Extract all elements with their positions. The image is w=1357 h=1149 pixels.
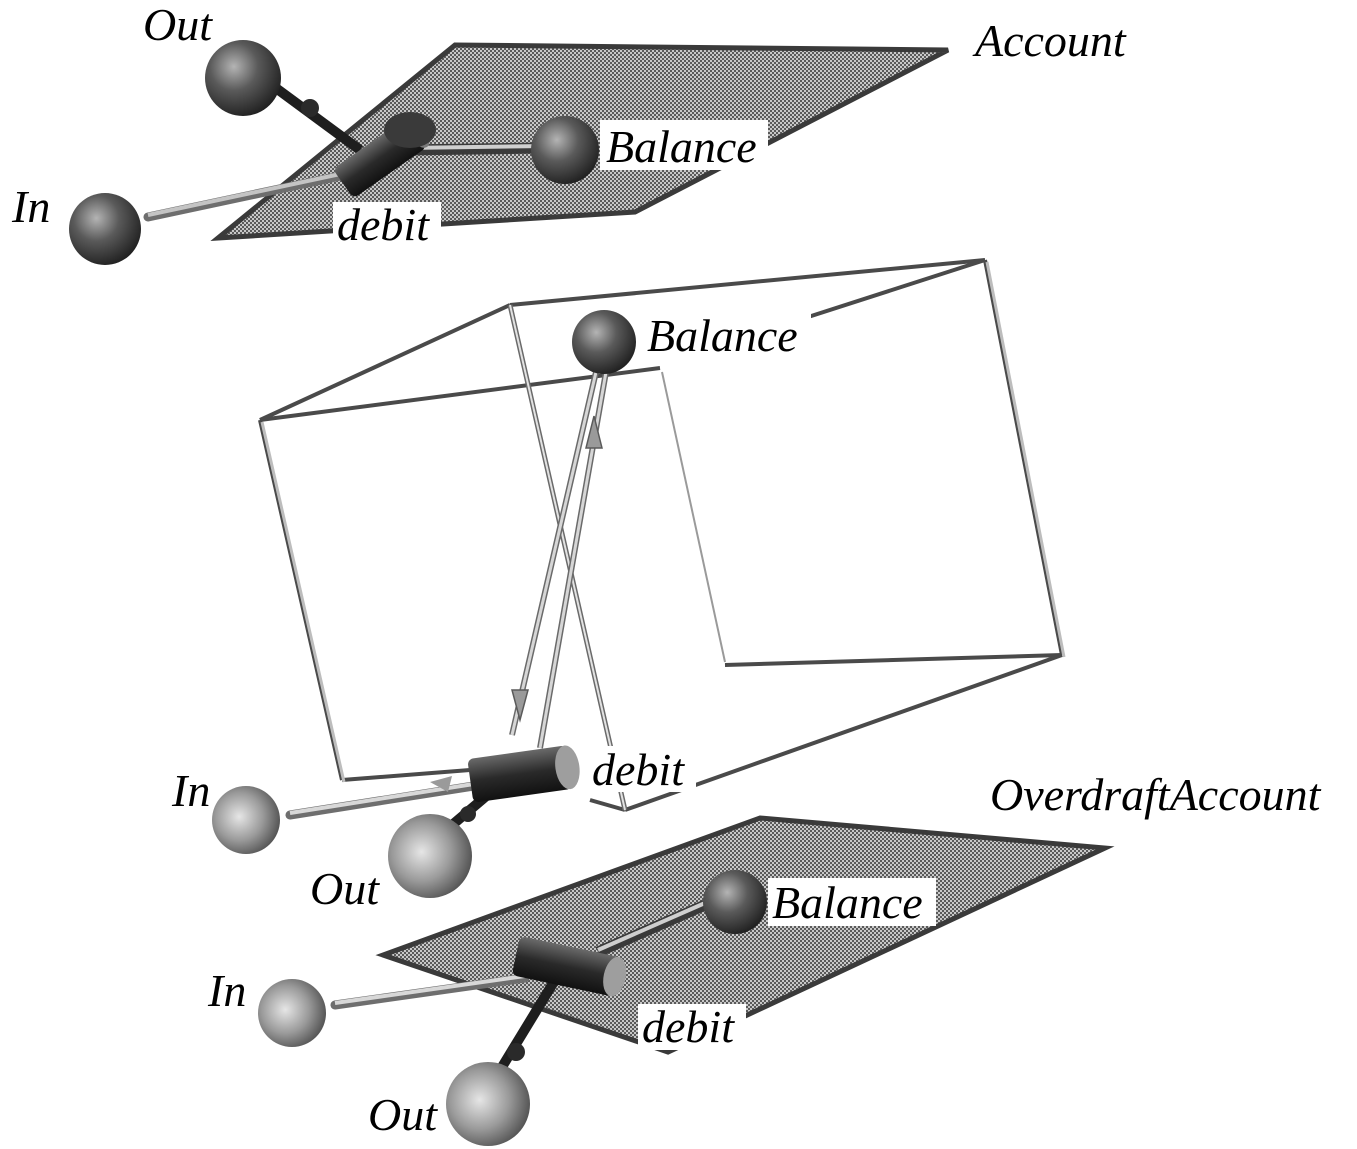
account-class-label: Account <box>972 15 1127 66</box>
account-balance-label: Balance <box>606 121 757 172</box>
box-debit-label: debit <box>592 744 685 795</box>
overdraft-plane-group: OverdraftAccount Balance debit In Out <box>207 769 1322 1146</box>
inheritance-box-back-edge <box>661 371 726 663</box>
box-in-label: In <box>171 765 210 816</box>
overdraft-class-label: OverdraftAccount <box>990 769 1322 820</box>
account-plane-group: Account Out In Balance debit <box>11 0 1127 265</box>
box-in-sphere <box>212 786 280 854</box>
overdraft-balance-label: Balance <box>772 877 923 928</box>
account-out-sphere <box>205 40 281 116</box>
account-in-sphere <box>69 193 141 265</box>
box-balance-sphere <box>572 310 636 374</box>
overdraft-balance-sphere <box>703 870 767 934</box>
overdraft-out-sphere <box>446 1062 530 1146</box>
account-balance-sphere <box>531 116 599 184</box>
box-out-sphere <box>388 814 472 898</box>
overdraft-debit-label: debit <box>642 1001 735 1052</box>
box-out-label: Out <box>310 863 380 914</box>
account-out-label: Out <box>143 0 213 50</box>
overdraft-in-sphere <box>258 979 326 1047</box>
inheritance-box-group: Balance debit In Out <box>171 258 1066 914</box>
overdraft-debit-method <box>512 937 627 997</box>
box-balance-label: Balance <box>647 310 798 361</box>
balance-to-debit-arrows <box>509 371 609 749</box>
account-debit-label: debit <box>337 199 430 250</box>
box-debit-method <box>468 745 580 802</box>
overdraft-plane <box>375 815 1115 1055</box>
overdraft-in-label: In <box>207 965 246 1016</box>
overdraft-out-label: Out <box>368 1089 438 1140</box>
account-in-label: In <box>11 181 50 232</box>
